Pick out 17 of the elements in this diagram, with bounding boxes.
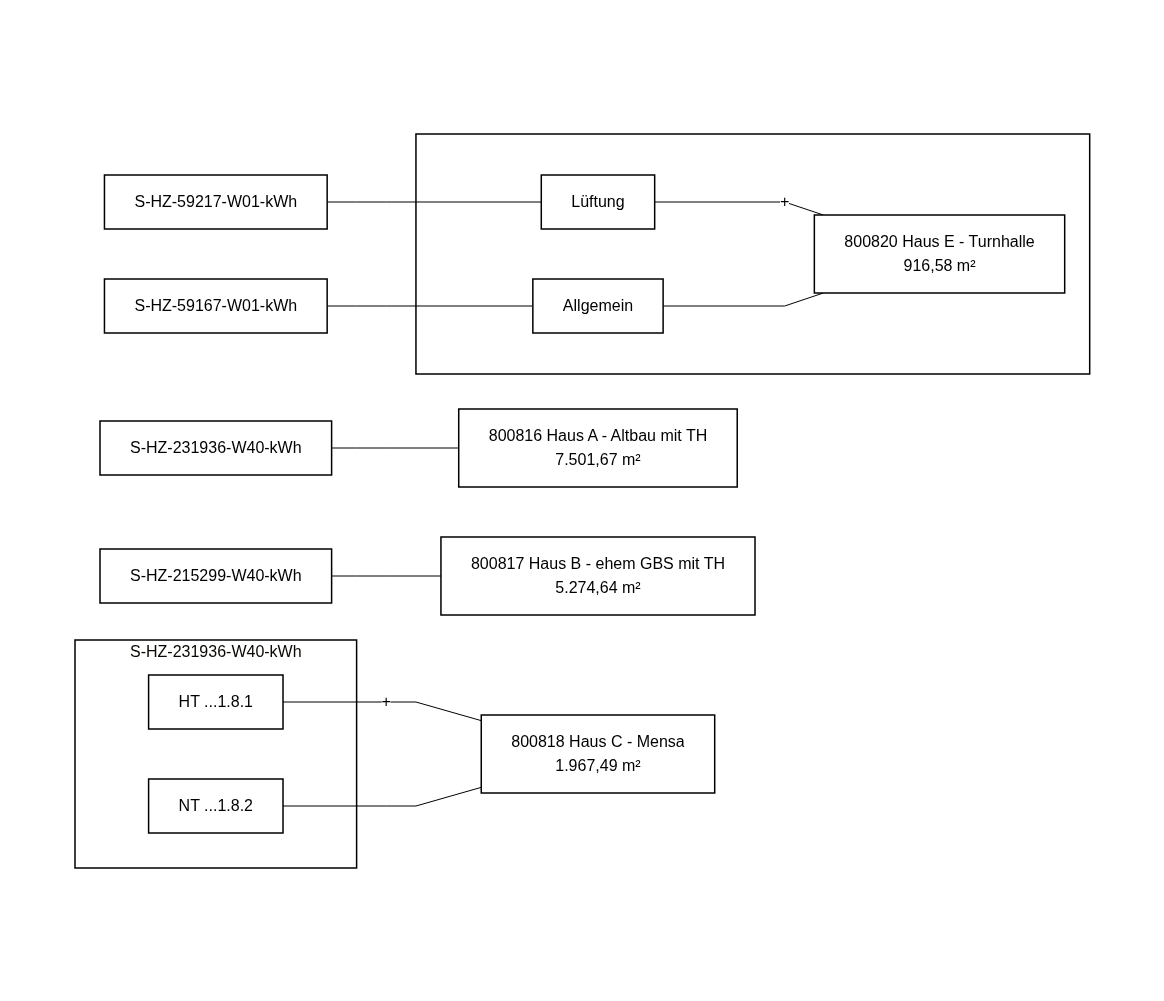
node-box: S-HZ-59167-W01-kWh xyxy=(103,277,328,334)
node-box: 800818 Haus C - Mensa 1.967,49 m² xyxy=(480,713,716,794)
node-box: NT ...1.8.2 xyxy=(147,777,284,834)
node-box: 800820 Haus E - Turnhalle 916,58 m² xyxy=(813,213,1066,294)
node-box: Lüftung xyxy=(540,173,656,230)
node-box: 800817 Haus B - ehem GBS mit TH 5.274,64 m² xyxy=(439,535,756,616)
connector xyxy=(662,292,824,306)
cluster xyxy=(414,132,1091,375)
edge-label: + xyxy=(381,692,391,710)
node-box: HT ...1.8.1 xyxy=(147,673,284,730)
edge-label: + xyxy=(779,192,789,210)
node-box: S-HZ-59217-W01-kWh xyxy=(103,173,328,230)
connector xyxy=(326,305,533,306)
node-box: 800816 Haus A - Altbau mit TH 7.501,67 m² xyxy=(457,407,738,488)
node-box: S-HZ-231936-W40-kWh xyxy=(98,419,332,476)
node-box: Allgemein xyxy=(531,277,664,334)
node-box: S-HZ-215299-W40-kWh xyxy=(98,547,332,604)
